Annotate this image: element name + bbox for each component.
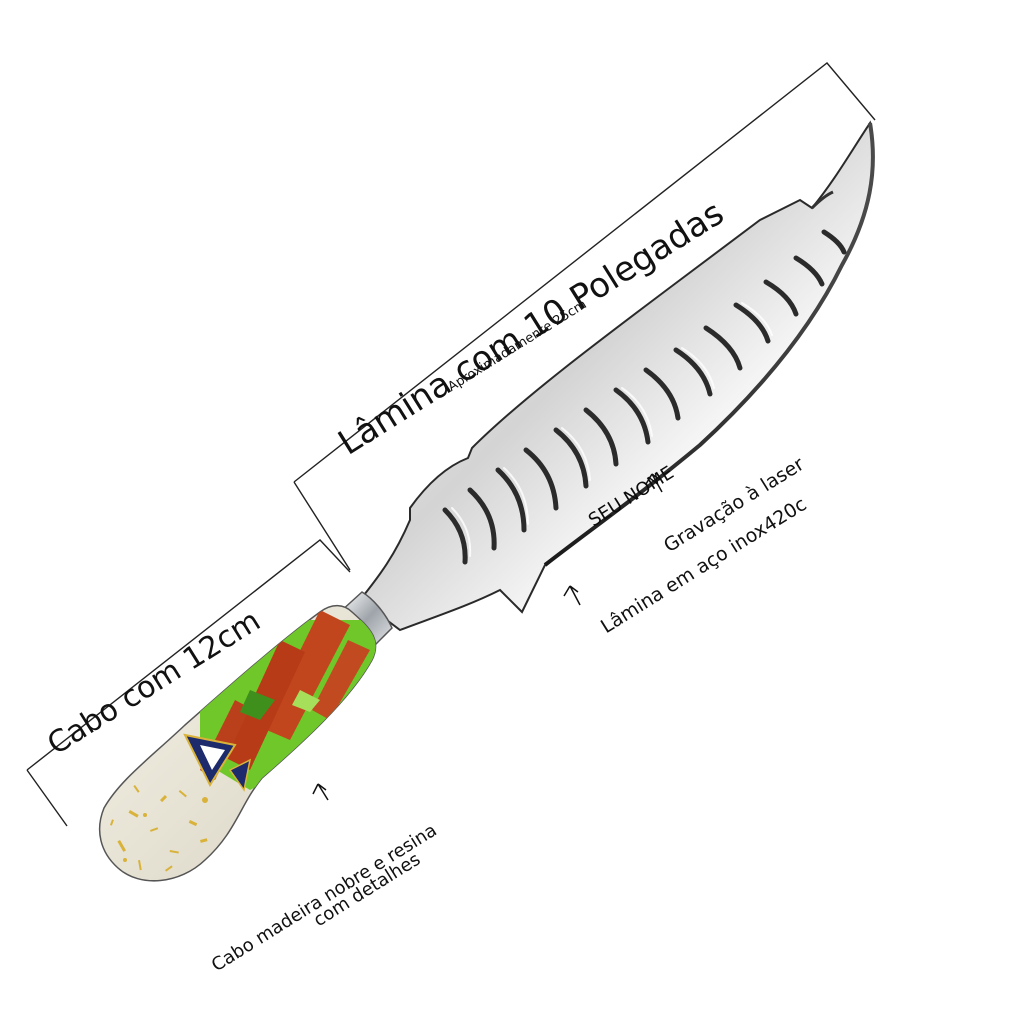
steel-arrow	[563, 585, 581, 606]
handle-arrow	[312, 783, 329, 801]
callout-arrows	[312, 473, 663, 801]
blade-dimension-bracket	[293, 62, 876, 571]
blade-forge-pattern	[442, 229, 847, 565]
knife-blade	[358, 120, 875, 632]
engraving-arrow	[645, 473, 663, 493]
handle-dimension-bracket	[26, 539, 351, 827]
